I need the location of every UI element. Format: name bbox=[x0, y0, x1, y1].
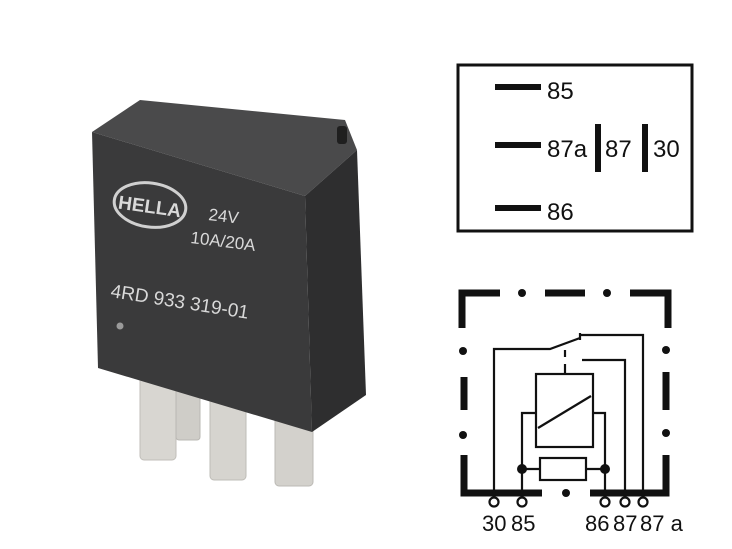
pin-87a-blade bbox=[495, 142, 541, 148]
terminal-label-86: 86 bbox=[585, 511, 609, 536]
pin-label-87: 87 bbox=[605, 136, 632, 163]
pin-85-blade bbox=[495, 84, 541, 90]
wiring bbox=[492, 333, 645, 493]
orientation-dot bbox=[116, 322, 124, 330]
junction-dot-left bbox=[517, 464, 527, 474]
terminal-label-30: 30 bbox=[482, 511, 506, 536]
dash-dot-housing bbox=[458, 289, 672, 497]
pin-label-87a: 87a bbox=[547, 136, 588, 163]
relay-product-photo: HELLA 24V 10A/20A 4RD 933 319-01 bbox=[92, 100, 366, 487]
pin-86-blade bbox=[495, 205, 541, 211]
pin-label-85: 85 bbox=[547, 78, 574, 105]
relay-post bbox=[337, 126, 347, 144]
housing-dots bbox=[459, 289, 670, 497]
relay-housing-side bbox=[305, 150, 366, 432]
terminal-label-85: 85 bbox=[511, 511, 535, 536]
hella-logo: HELLA bbox=[112, 181, 188, 229]
junction-dot-right bbox=[600, 464, 610, 474]
pin-30-blade bbox=[642, 124, 648, 172]
circuit-schematic: 30 85 86 87 87 a bbox=[458, 289, 684, 536]
voltage-text: 24V bbox=[208, 205, 241, 228]
pin-layout-diagram: 85 87a 87 30 86 bbox=[456, 63, 694, 233]
terminal-label-87a: 87 a bbox=[640, 511, 684, 536]
pin-label-30: 30 bbox=[653, 136, 680, 163]
terminal-circles bbox=[488, 496, 649, 508]
relay-housing-top bbox=[92, 100, 357, 196]
pin-label-86: 86 bbox=[547, 199, 574, 226]
terminal-label-87: 87 bbox=[613, 511, 637, 536]
relay-housing-front bbox=[92, 132, 312, 432]
pin-87-blade bbox=[595, 124, 601, 172]
